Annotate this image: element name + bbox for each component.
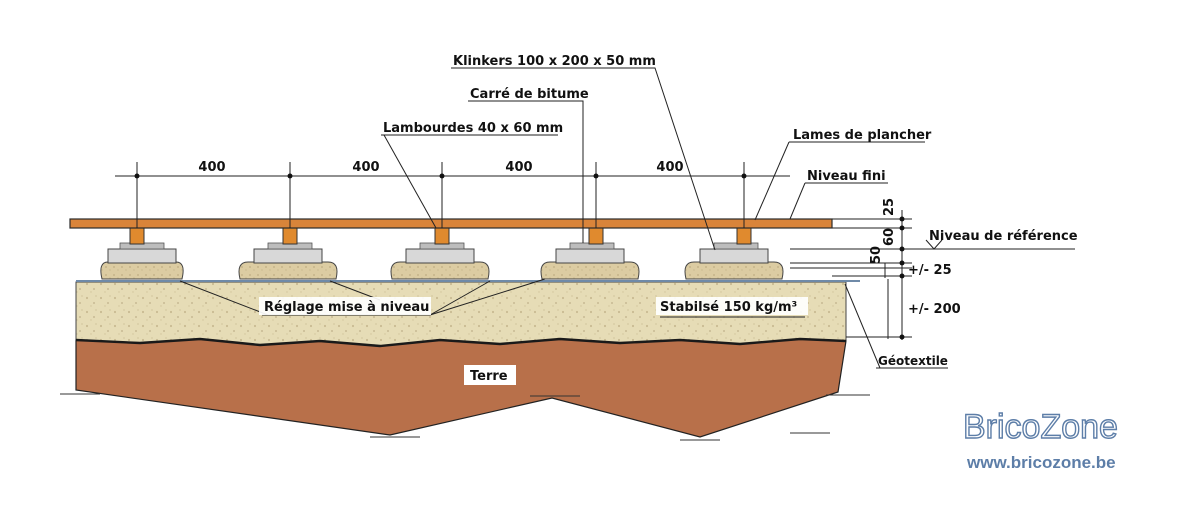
niveau-reference-label: Niveau de référence bbox=[929, 229, 1078, 244]
stabilise-label: Stabilsé 150 kg/m³ bbox=[660, 300, 797, 315]
support-pad-5 bbox=[684, 227, 784, 280]
height-25-label: 25 bbox=[882, 198, 897, 216]
earth-layer bbox=[75, 338, 847, 438]
bitume-label: Carré de bitume bbox=[470, 87, 589, 102]
watermark-url: www.bricozone.be bbox=[966, 453, 1116, 472]
support-pad-4 bbox=[540, 227, 640, 280]
floor-planks bbox=[69, 218, 833, 229]
terre-label: Terre bbox=[470, 369, 508, 384]
spacing-dimension bbox=[115, 162, 790, 228]
tolerance-200-label: +/- 200 bbox=[908, 302, 961, 317]
tolerance-25-label: +/- 25 bbox=[908, 263, 952, 278]
height-50-label: 50 bbox=[869, 246, 884, 264]
height-60-label: 60 bbox=[882, 228, 897, 246]
lambourdes-label: Lambourdes 40 x 60 mm bbox=[383, 121, 563, 136]
spacing-label-1: 400 bbox=[198, 160, 225, 175]
niveau-fini-label: Niveau fini bbox=[807, 169, 886, 184]
spacing-label-3: 400 bbox=[505, 160, 532, 175]
support-pad-3 bbox=[390, 227, 490, 280]
klinkers-label: Klinkers 100 x 200 x 50 mm bbox=[453, 54, 656, 69]
support-pad-1 bbox=[100, 227, 184, 280]
watermark-brand: BricoZone bbox=[963, 408, 1118, 446]
spacing-label-2: 400 bbox=[352, 160, 379, 175]
geotextile-label: Géotextile bbox=[878, 354, 948, 368]
spacing-label-4: 400 bbox=[656, 160, 683, 175]
support-pad-2 bbox=[238, 227, 338, 280]
lames-label: Lames de plancher bbox=[793, 128, 932, 143]
reglage-label: Réglage mise à niveau bbox=[264, 300, 429, 315]
